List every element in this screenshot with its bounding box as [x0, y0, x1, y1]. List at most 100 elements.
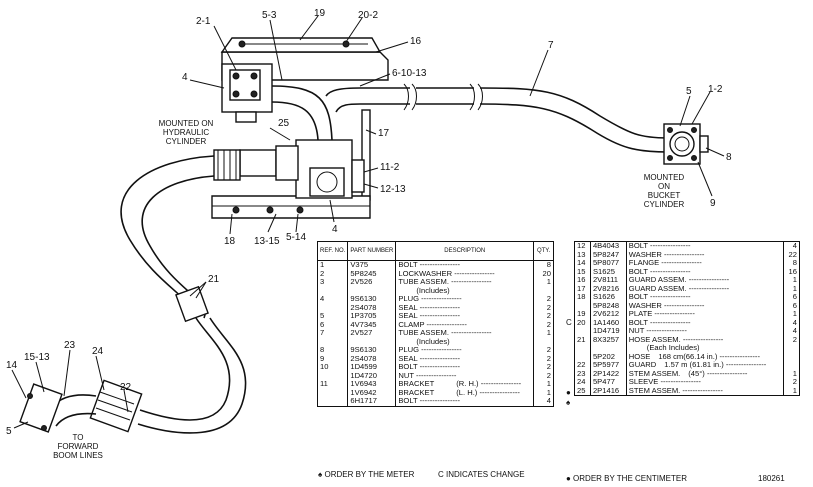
part-number-cell: 2V8111 — [590, 276, 627, 285]
ref-cell: 20 — [574, 318, 591, 327]
leader-dots: ---------------- — [452, 269, 495, 278]
header-ref: REF. NO. — [317, 241, 349, 261]
ref-cell — [574, 352, 591, 361]
leader-dots: ---------------- — [647, 267, 691, 276]
part-number-cell: 1P3705 — [347, 312, 397, 321]
leader-dots: ---------------- — [417, 312, 461, 321]
description-cell: BOLT ---------------- — [395, 260, 535, 270]
qty-cell: 1 — [783, 276, 800, 285]
part-number-cell: 5P8247 — [590, 250, 627, 259]
description-cell: SEAL ---------------- — [395, 303, 535, 312]
svg-text:MOUNTED: MOUNTED — [644, 173, 685, 182]
centimeter-mark: ● — [566, 388, 571, 397]
mounted-hydraulic-note: MOUNTED ON HYDRAULIC CYLINDER — [159, 119, 214, 146]
part-number-cell: 2V8216 — [590, 284, 627, 293]
meter-mark: ♠ — [566, 398, 571, 407]
description-cell: BRACKET(L. H.) ---------------- — [395, 388, 535, 397]
mounted-bucket-note: MOUNTED ON BUCKET CYLINDER — [644, 173, 685, 209]
callout-17: 17 — [378, 128, 390, 139]
description-cell: TUBE ASSEM. ---------------- — [395, 278, 535, 287]
ref-cell: 7 — [317, 329, 349, 338]
part-number-cell: 1D4599 — [347, 363, 397, 372]
header-desc: DESCRIPTION — [395, 241, 535, 261]
description-cell: (Includes) — [395, 286, 535, 295]
callout-24: 24 — [92, 346, 104, 357]
leader-dots: ---------------- — [652, 310, 695, 319]
callout-25: 25 — [278, 118, 290, 129]
description-cell: BOLT ---------------- — [626, 318, 785, 327]
description-cell: LOCKWASHER ---------------- — [395, 269, 535, 278]
table-row: (Includes) — [317, 286, 554, 296]
description-cell: NUT ---------------- — [626, 327, 785, 336]
qty-cell: 6 — [783, 293, 800, 302]
leader-dots: ---------------- — [704, 369, 748, 378]
forward-boom-note: TO FORWARD BOOM LINES — [53, 433, 103, 460]
callout-15-13: 15-13 — [24, 352, 50, 363]
description-cell: STEM ASSEM. ---------------- — [626, 386, 785, 396]
table-header-row: REF. NO. PART NUMBER DESCRIPTION QTY. — [317, 241, 554, 261]
description-cell: WASHER ---------------- — [626, 301, 785, 310]
qty-cell: 2 — [546, 346, 551, 355]
ref-cell — [574, 327, 591, 336]
part-number-cell: 1V6942 — [347, 388, 397, 397]
ref-cell: 18 — [574, 293, 591, 302]
callout-21: 21 — [208, 274, 220, 285]
svg-text:CYLINDER: CYLINDER — [644, 200, 685, 209]
qty-cell: 1 — [783, 386, 800, 396]
leader-dots: ---------------- — [417, 397, 461, 406]
qty-cell: 6 — [783, 301, 800, 310]
description-cell: (Each Includes) — [626, 344, 785, 353]
part-number-cell: 4B4043 — [590, 241, 627, 251]
hose-21 — [120, 155, 247, 434]
ref-cell — [317, 397, 349, 406]
callout-23: 23 — [64, 340, 76, 351]
description-cell: PLATE ---------------- — [626, 310, 785, 319]
valve-block-assembly — [211, 37, 389, 219]
qty-cell: 1 — [546, 380, 551, 389]
svg-text:CYLINDER: CYLINDER — [166, 137, 207, 146]
part-number-cell: 5P477 — [590, 378, 627, 387]
change-mark-c: C — [566, 318, 572, 327]
table-row: (Includes) — [317, 337, 554, 347]
forward-end-fitting — [19, 379, 143, 433]
description-cell: SLEEVE ---------------- — [626, 378, 785, 387]
header-qty: QTY. — [533, 241, 554, 261]
ref-cell — [574, 301, 591, 310]
part-number-cell: 5P202 — [590, 352, 627, 361]
ref-cell: 6 — [317, 320, 349, 329]
leader-dots: ---------------- — [661, 250, 705, 259]
qty-cell: 8 — [783, 259, 800, 268]
qty-cell — [534, 287, 554, 296]
part-number-cell: 2V6212 — [590, 310, 627, 319]
leader-dots: ---------------- — [658, 378, 701, 387]
qty-cell — [534, 338, 554, 347]
part-number-cell: 1D4719 — [590, 327, 627, 336]
ref-cell: 12 — [574, 241, 591, 251]
part-number-cell: 8X3257 — [590, 335, 627, 344]
leader-dots: ---------------- — [647, 241, 691, 251]
ref-cell: 15 — [574, 267, 591, 276]
ref-cell: 9 — [317, 354, 349, 363]
description-cell: BOLT ---------------- — [395, 363, 535, 372]
callout-5-14: 5-14 — [286, 232, 306, 243]
qty-cell: 1 — [546, 329, 551, 338]
ref-cell: 24 — [574, 378, 591, 387]
tube-assembly-7 — [325, 83, 669, 153]
callout-11-2: 11-2 — [380, 162, 400, 173]
ref-cell: 25 — [574, 386, 591, 396]
description-cell: PLUG ---------------- — [395, 295, 535, 304]
ref-cell: 2 — [317, 269, 349, 278]
qty-cell: 1 — [546, 278, 551, 287]
qty-cell: 2 — [546, 295, 551, 304]
